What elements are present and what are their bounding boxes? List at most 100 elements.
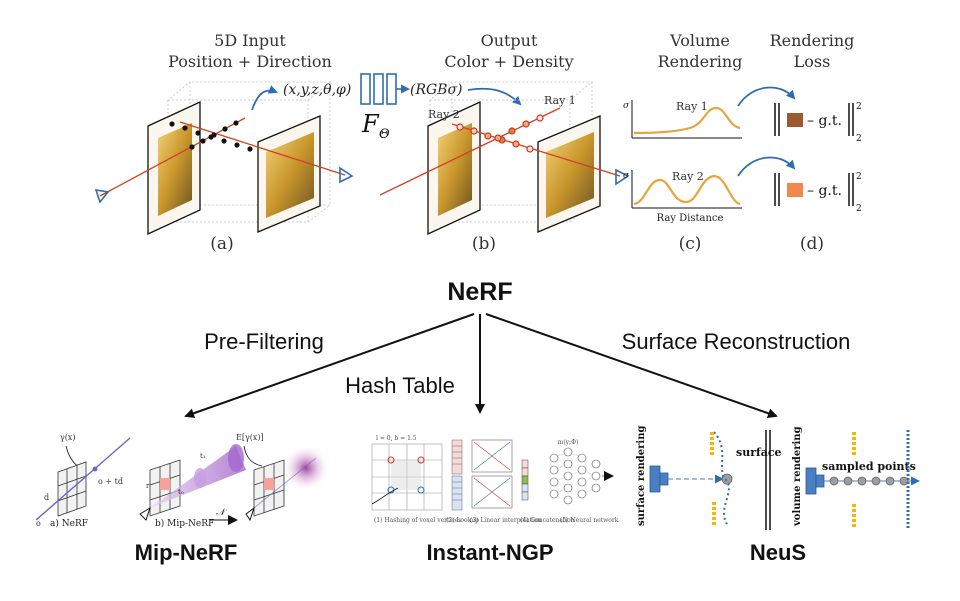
mlp-label: m(y;Φ) [558, 439, 579, 446]
edge-pre-filtering [184, 313, 475, 419]
panel-b-letter: (b) [472, 234, 496, 254]
network-f-theta: F Θ [360, 73, 410, 142]
surface-point [721, 473, 733, 485]
mip-point [92, 466, 98, 472]
caption-nerf: a) NeRF [50, 518, 88, 529]
panel-c-heading-1: Volume [669, 31, 730, 50]
edge-label-pre-filtering: Pre-Filtering [204, 329, 324, 354]
ray-a-1 [99, 117, 246, 197]
panel-d-letter: (d) [800, 234, 824, 254]
panel-c: Volume Rendering σ Ray 1 σ Ray 2 Ray Dis… [623, 31, 742, 254]
sample-points-a [169, 120, 253, 152]
ray-a-2 [179, 121, 346, 176]
ray1-label-b: Ray 1 [544, 94, 576, 107]
edge-label-surface-reconstruction: Surface Reconstruction [622, 329, 851, 354]
network-symbol: F [361, 110, 380, 138]
ngp-caption-2: (2) Lookup [446, 517, 479, 524]
camera-icon-left [94, 188, 110, 204]
ray2-label-b: Ray 2 [428, 108, 460, 121]
density-plot-ray2: σ Ray 2 Ray Distance [623, 170, 742, 224]
ray2-label-c: Ray 2 [672, 170, 704, 183]
sub-1: 2 [856, 134, 862, 144]
ngp-top-label: l = 0, b = 1.5 [376, 435, 417, 442]
sub-2: 2 [856, 204, 862, 214]
panel-b-heading-2: Color + Density [444, 52, 573, 71]
network-subscript: Θ [379, 127, 390, 142]
panel-c-heading-2: Rendering [658, 52, 743, 71]
panel-a-heading-2: Position + Direction [168, 52, 332, 71]
sample-points-b [456, 114, 544, 153]
ngp-caption-5: (5) Neural network [560, 517, 619, 524]
ngp-caption-4: (4) Concatenation [520, 517, 575, 524]
loss-term-1: – g.t. 2 2 [774, 102, 862, 144]
panel-a-letter: (a) [210, 234, 233, 254]
output-arrow [467, 87, 522, 106]
ray-b-2 [451, 123, 621, 177]
edge-surface-reconstruction [485, 313, 778, 419]
x-axis-label: Ray Distance [657, 213, 724, 224]
d-label: d [44, 493, 49, 502]
mipnerf-figure: γ(x) o + td d o a) NeRF t₁ t₀ r b) Mip-N… [35, 433, 328, 529]
sigma-1: σ [623, 101, 630, 111]
surface-curve [713, 431, 730, 527]
sigma-2: σ [623, 171, 630, 181]
volume-rendering-label: volume rendering [792, 426, 803, 527]
panel-a: 5D Input Position + Direction [94, 31, 354, 254]
panel-a-heading-1: 5D Input [214, 31, 286, 50]
image-plane-left-a [147, 100, 201, 236]
expect-label: E[γ(x)] [236, 433, 264, 442]
input-tuple: (x,y,z,θ,φ) [283, 82, 351, 98]
density-plot-ray1: σ Ray 1 [623, 100, 742, 139]
root-nerf-label: NeRF [447, 278, 512, 306]
ngp-caption-3: (3) Linear interpolation [470, 517, 542, 524]
surface-label: surface [736, 446, 782, 459]
camera-body-1 [649, 465, 661, 493]
sampled-points [829, 476, 909, 486]
mlp: m(y;Φ) [549, 439, 614, 505]
camera-icon-right [339, 166, 354, 184]
r-label: r [146, 482, 150, 490]
method-neus: NeuS [750, 540, 806, 565]
instantngp-figure: l = 0, b = 1.5 [362, 435, 619, 524]
normal-label: 𝒩 [216, 508, 228, 518]
camera-icon-b [615, 168, 630, 186]
method-instantngp: Instant-NGP [426, 540, 553, 565]
hash-tables [451, 439, 463, 511]
caption-mipnerf: b) Mip-NeRF [155, 518, 214, 529]
ray-eq-label: o + td [98, 477, 123, 486]
surface-rendering-label: surface rendering [636, 426, 647, 526]
gamma-label: γ(x) [60, 433, 76, 442]
edge-label-hash-table: Hash Table [345, 373, 455, 398]
gt-label-2: – g.t. [807, 183, 842, 199]
ray1-label-c: Ray 1 [676, 100, 708, 113]
panel-b: Output Color + Density (RGBσ) Ray 1 Ray [379, 31, 630, 254]
output-tuple: (RGBσ) [410, 82, 463, 98]
input-arrow [251, 85, 278, 111]
method-mipnerf: Mip-NeRF [135, 540, 238, 565]
panel-c-letter: (c) [679, 234, 702, 254]
exp-1: 2 [856, 102, 862, 112]
image-plane-right-b [537, 115, 601, 233]
panel-b-heading-1: Output [481, 31, 538, 50]
camera-body-2 [805, 467, 817, 495]
exp-2: 2 [856, 172, 862, 182]
panel-d: Rendering Loss – g.t. 2 2 – g.t. 2 2 (d) [737, 31, 862, 254]
gaussian-blob [284, 446, 328, 490]
loss-arrow-1 [737, 86, 796, 107]
panel-d-heading-2: Loss [794, 52, 831, 71]
image-plane-left-b [427, 100, 481, 236]
ray-b-1 [379, 107, 561, 196]
gt-label-1: – g.t. [807, 113, 842, 129]
color-swatch-1 [787, 113, 803, 127]
neus-figure: surface rendering surface volume renderi… [636, 426, 920, 530]
mip-ray-a [35, 437, 131, 521]
loss-term-2: – g.t. 2 2 [774, 172, 862, 214]
concat-vector [521, 459, 529, 501]
loss-arrow-2 [737, 156, 796, 177]
image-plane-right-a [257, 115, 321, 233]
panel-d-heading-1: Rendering [770, 31, 855, 50]
t1-label: t₁ [200, 452, 206, 460]
sampled-points-label: sampled points [822, 460, 916, 473]
ngp-caption-1: (1) Hashing of voxel vertices [374, 517, 461, 524]
